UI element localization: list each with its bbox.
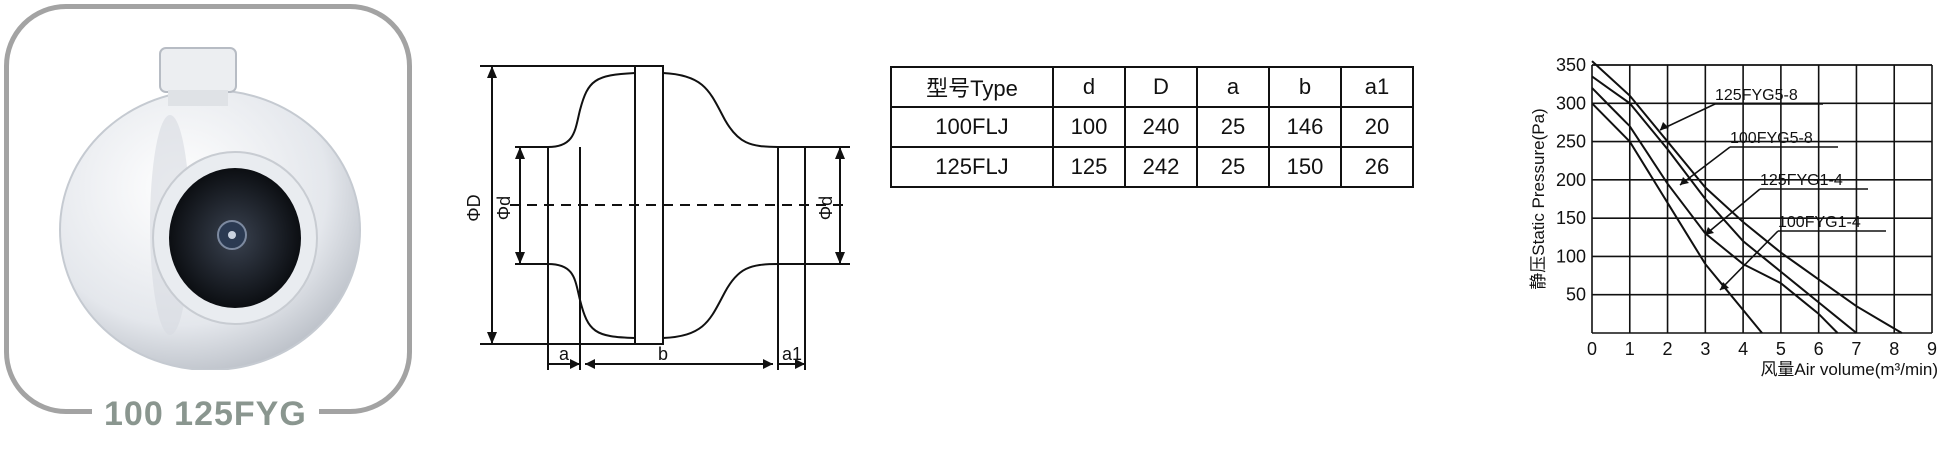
series-line <box>1591 87 1839 334</box>
x-tick-label: 1 <box>1625 339 1635 359</box>
table-header-cell: a <box>1196 66 1270 108</box>
table-cell: 26 <box>1340 146 1414 188</box>
series-label: 125FYG1-4 <box>1760 172 1843 189</box>
series-leader-line <box>1659 103 1716 131</box>
table-cell: 146 <box>1268 106 1342 148</box>
table-cell: 25 <box>1196 106 1270 148</box>
chart-grid <box>1591 64 1933 334</box>
label-d-left: Φd <box>494 196 514 220</box>
spec-table: 型号Type d D a b a1 100FLJ 100 240 25 146 … <box>890 66 1414 188</box>
series-arrow <box>1720 282 1729 290</box>
y-tick-label: 350 <box>1556 55 1586 75</box>
table-header-cell: D <box>1124 66 1198 108</box>
x-tick-label: 6 <box>1814 339 1824 359</box>
series-label: 100FYG5-8 <box>1730 130 1813 147</box>
series-line <box>1591 60 1903 334</box>
x-tick-label: 5 <box>1776 339 1786 359</box>
series-line <box>1591 75 1858 334</box>
label-a: a <box>559 344 570 364</box>
series-leader-line <box>1719 230 1779 291</box>
table-cell: 100FLJ <box>890 106 1054 148</box>
x-axis-label: 风量Air volume(m³/min) <box>1760 360 1938 379</box>
table-cell: 150 <box>1268 146 1342 188</box>
table-header-cell: d <box>1052 66 1126 108</box>
chart-series-group: 125FYG5-8 100FYG5-8 125FYG1-4 100FYG1-4 <box>1591 60 1903 334</box>
table-cell: 125 <box>1052 146 1126 188</box>
x-tick-label: 0 <box>1587 339 1597 359</box>
label-a1: a1 <box>782 344 802 364</box>
table-header-cell: 型号Type <box>890 66 1054 108</box>
x-tick-label: 2 <box>1663 339 1673 359</box>
series-arrow <box>1680 177 1689 185</box>
series-leader-line <box>1679 146 1731 186</box>
x-tick-label: 9 <box>1927 339 1937 359</box>
table-header-cell: a1 <box>1340 66 1414 108</box>
series-arrow <box>1705 227 1714 235</box>
series-leader-line <box>1704 188 1761 236</box>
y-tick-label: 200 <box>1556 170 1586 190</box>
label-D: ΦD <box>464 194 484 221</box>
y-tick-label: 100 <box>1556 246 1586 266</box>
table-cell: 20 <box>1340 106 1414 148</box>
series-arrow <box>1660 122 1669 130</box>
label-b: b <box>658 344 668 364</box>
series-label: 100FYG1-4 <box>1778 214 1861 231</box>
y-axis-label: 静压Static Pressure(Pa) <box>1529 108 1548 289</box>
table-cell: 25 <box>1196 146 1270 188</box>
product-caption: 100 125FYG <box>92 395 319 434</box>
table-header-row: 型号Type d D a b a1 <box>890 66 1414 108</box>
table-cell: 100 <box>1052 106 1126 148</box>
x-tick-label: 8 <box>1889 339 1899 359</box>
y-tick-label: 300 <box>1556 93 1586 113</box>
table-row: 125FLJ 125 242 25 150 26 <box>890 146 1414 188</box>
y-tick-label: 50 <box>1566 285 1586 305</box>
y-tick-label: 150 <box>1556 208 1586 228</box>
table-cell: 125FLJ <box>890 146 1054 188</box>
dimension-drawing: ΦD Φd Φd a b a1 <box>464 65 850 370</box>
x-tick-label: 3 <box>1700 339 1710 359</box>
series-line <box>1591 102 1763 334</box>
table-cell: 242 <box>1124 146 1198 188</box>
table-row: 100FLJ 100 240 25 146 20 <box>890 106 1414 148</box>
chart-ticks: 0 1 2 3 4 5 6 7 8 9 50 100 150 200 250 300 350 <box>1556 55 1937 359</box>
product-photo <box>59 47 361 370</box>
x-tick-label: 7 <box>1851 339 1861 359</box>
x-tick-label: 4 <box>1738 339 1748 359</box>
y-tick-label: 250 <box>1556 132 1586 152</box>
table-header-cell: b <box>1268 66 1342 108</box>
table-cell: 240 <box>1124 106 1198 148</box>
label-d-right: Φd <box>816 196 836 220</box>
series-label: 125FYG5-8 <box>1715 87 1798 104</box>
